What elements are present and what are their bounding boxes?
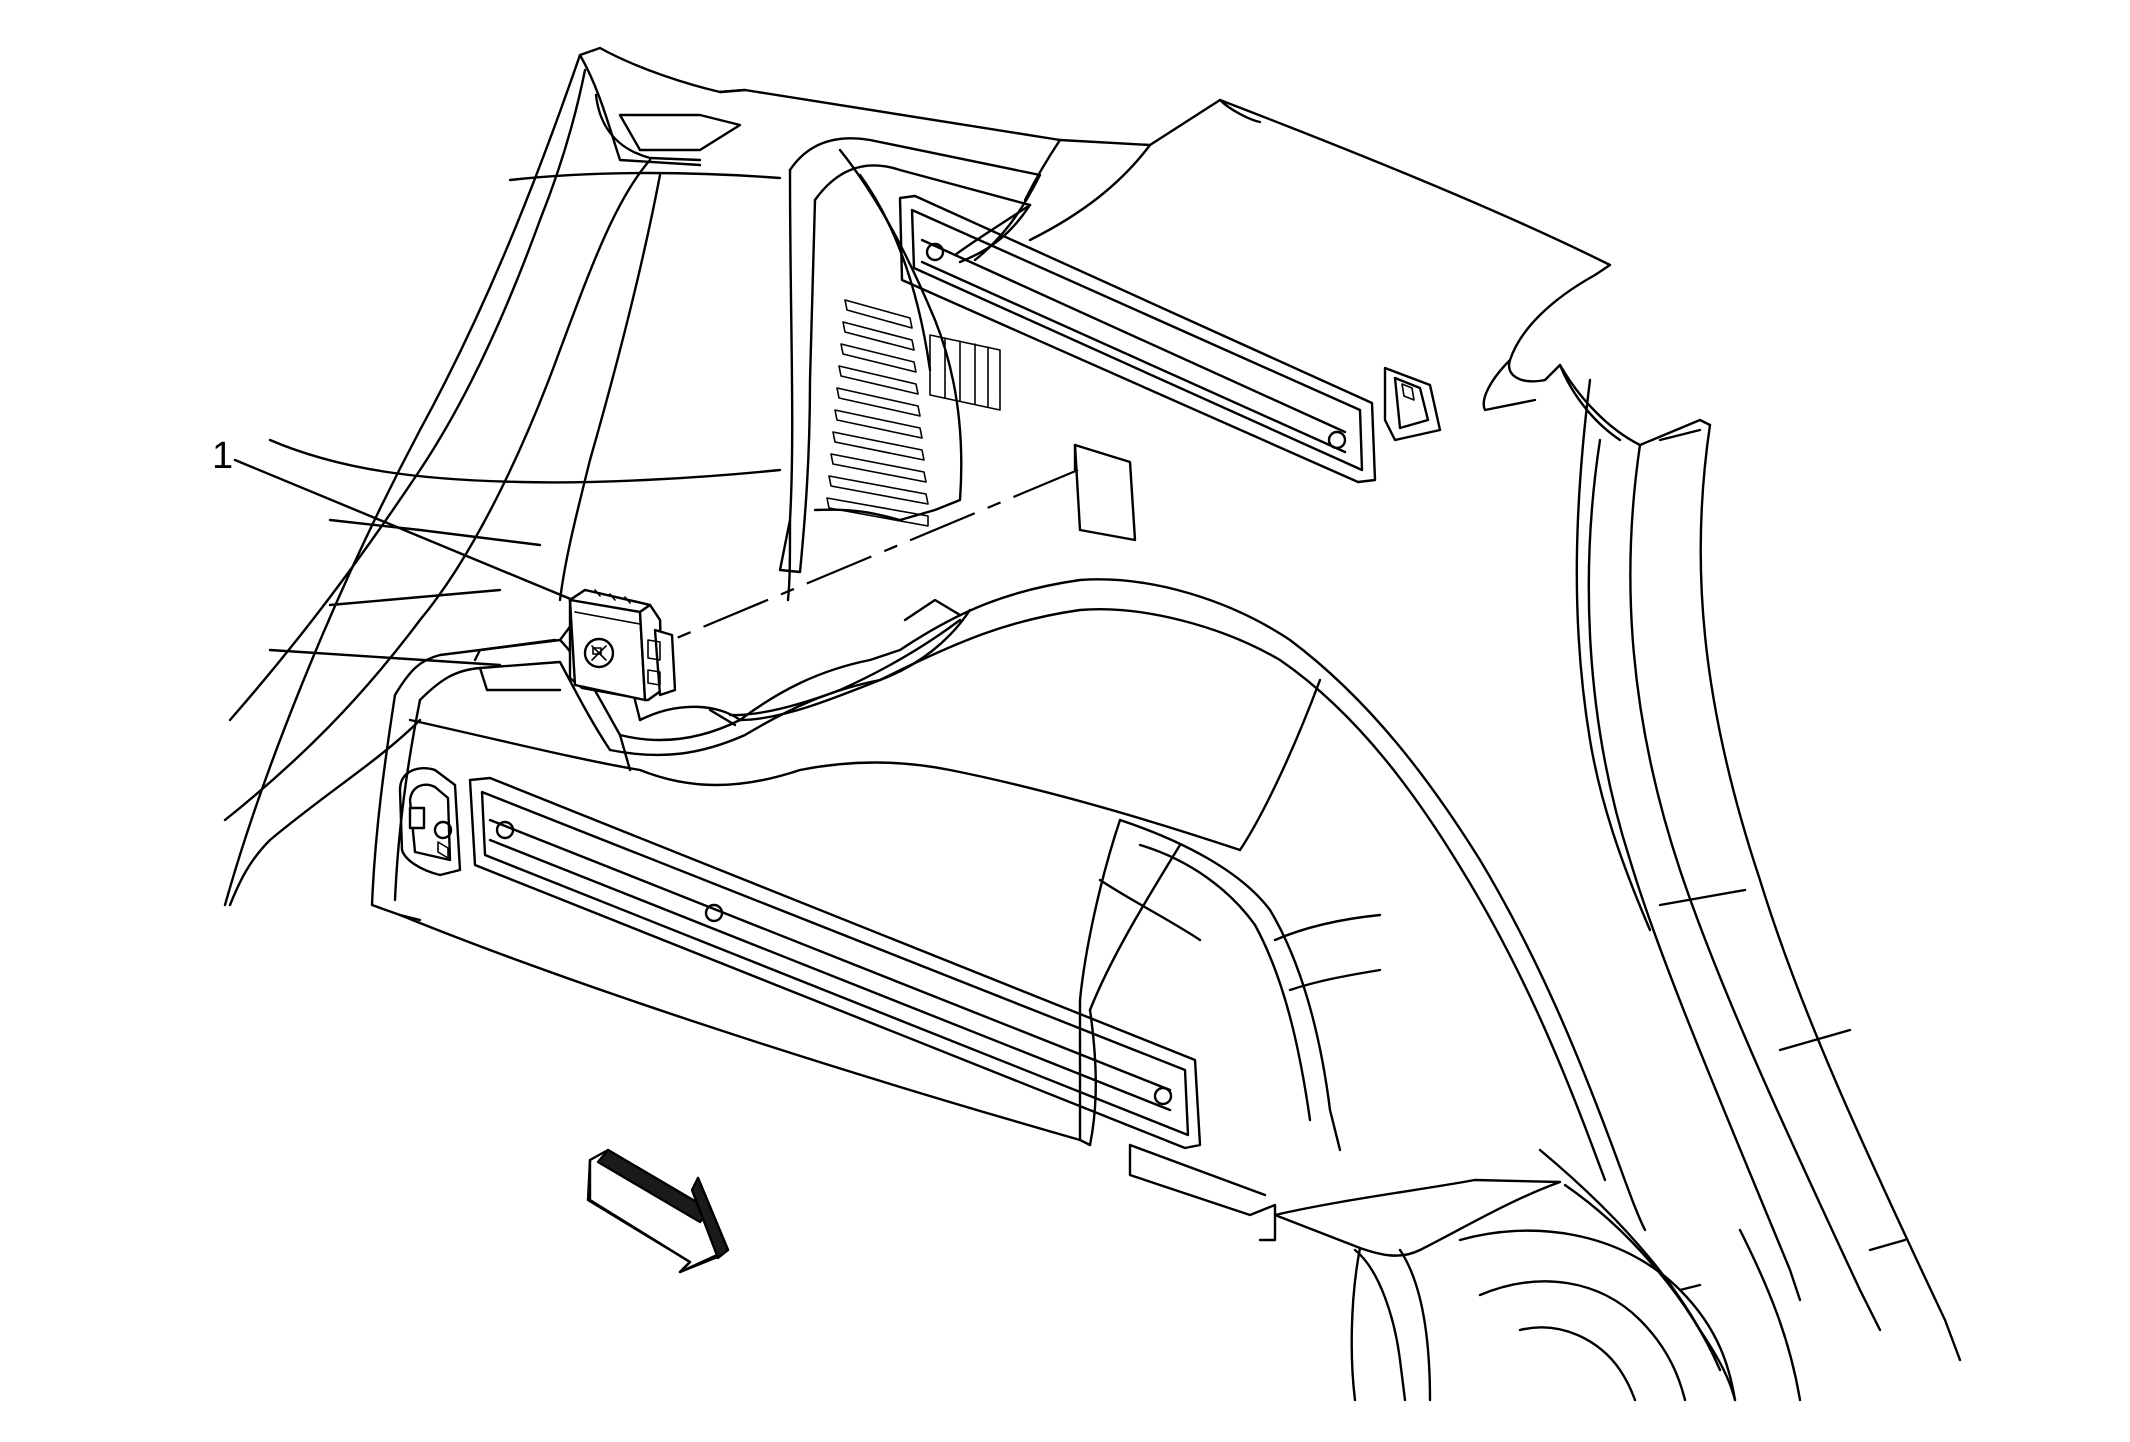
right-pillar-trim bbox=[1575, 378, 1962, 1362]
right-clip bbox=[1383, 366, 1442, 442]
upper-panel bbox=[778, 137, 1042, 574]
callout-1-label: 1 bbox=[212, 435, 233, 477]
direction-arrow-icon bbox=[586, 1148, 730, 1274]
vent-slats bbox=[826, 299, 929, 527]
upper-quarter-trim bbox=[223, 46, 782, 907]
headliner-edge bbox=[718, 88, 1712, 447]
lower-rail bbox=[468, 776, 1202, 1150]
connector-icon bbox=[568, 588, 677, 702]
rib-grid bbox=[929, 334, 1001, 411]
center-seam bbox=[786, 518, 792, 602]
wheel-housing-lower bbox=[1273, 1148, 1802, 1402]
upper-rail bbox=[898, 194, 1377, 484]
lower-quarter-trim bbox=[370, 578, 1647, 1242]
callout-1-leader bbox=[233, 458, 587, 607]
mounting-hole bbox=[1073, 443, 1137, 542]
lower-left-clip bbox=[398, 767, 462, 877]
